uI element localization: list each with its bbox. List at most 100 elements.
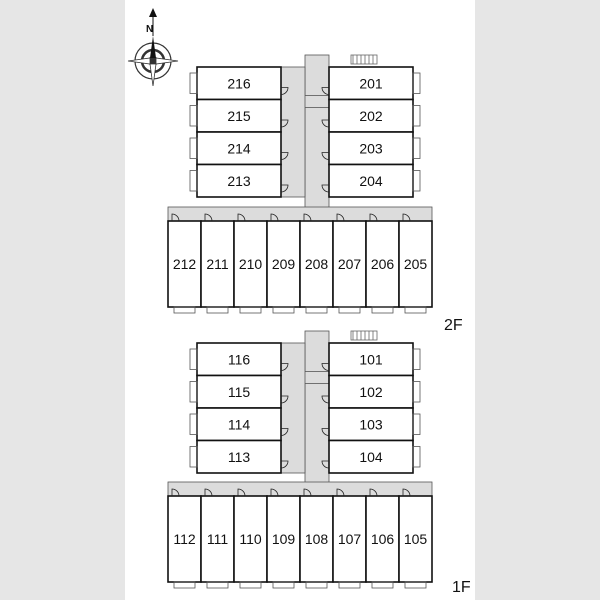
balcony	[412, 72, 421, 94]
room-number-110: 110	[239, 531, 262, 547]
door-icon	[321, 363, 330, 371]
room-number-208: 208	[305, 256, 329, 272]
balcony	[206, 581, 229, 589]
door-icon	[280, 428, 289, 436]
room-number-116: 116	[228, 351, 251, 367]
balcony	[189, 105, 198, 127]
room-number-206: 206	[371, 256, 395, 272]
door-icon	[369, 488, 378, 497]
room-213[interactable]	[196, 163, 282, 198]
balcony	[305, 581, 328, 589]
room-114[interactable]	[196, 407, 282, 442]
door-icon	[321, 428, 330, 436]
left-margin	[0, 0, 125, 600]
balcony	[412, 413, 421, 435]
balcony	[272, 581, 295, 589]
room-number-207: 207	[338, 256, 362, 272]
door-icon	[402, 213, 411, 222]
room-number-101: 101	[359, 351, 383, 367]
compass-north-label: N	[146, 24, 153, 35]
balcony	[239, 306, 262, 314]
room-number-103: 103	[359, 416, 383, 432]
room-111[interactable]	[200, 495, 235, 583]
floor-label-2f: 2F	[444, 317, 463, 334]
door-icon	[369, 213, 378, 222]
door-icon	[280, 363, 289, 371]
vertical-corridor	[304, 54, 330, 218]
room-number-201: 201	[359, 75, 383, 91]
balcony	[239, 581, 262, 589]
room-107[interactable]	[332, 495, 367, 583]
stairs-icon	[350, 54, 378, 65]
room-number-106: 106	[371, 531, 395, 547]
room-215[interactable]	[196, 98, 282, 133]
door-icon	[270, 488, 279, 497]
balcony	[189, 413, 198, 435]
door-icon	[303, 213, 312, 222]
door-icon	[336, 213, 345, 222]
room-number-113: 113	[228, 449, 251, 465]
room-210[interactable]	[233, 220, 268, 308]
vertical-corridor	[304, 330, 330, 494]
room-number-212: 212	[173, 256, 197, 272]
room-115[interactable]	[196, 374, 282, 409]
room-number-112: 112	[173, 531, 196, 547]
door-icon	[204, 488, 213, 497]
balcony	[338, 306, 361, 314]
room-106[interactable]	[365, 495, 400, 583]
room-212[interactable]	[167, 220, 202, 308]
balcony	[173, 306, 196, 314]
balcony	[189, 72, 198, 94]
room-number-214: 214	[227, 140, 251, 156]
door-icon	[270, 213, 279, 222]
balcony	[206, 306, 229, 314]
balcony	[189, 446, 198, 468]
right-margin	[475, 0, 600, 600]
balcony	[412, 381, 421, 403]
door-icon	[303, 488, 312, 497]
balcony	[173, 581, 196, 589]
balcony	[189, 137, 198, 159]
balcony	[412, 170, 421, 192]
balcony	[404, 306, 427, 314]
balcony	[371, 581, 394, 589]
room-number-203: 203	[359, 140, 383, 156]
room-number-114: 114	[228, 416, 251, 432]
balcony	[371, 306, 394, 314]
stairs-icon	[350, 330, 378, 341]
door-icon	[321, 184, 330, 193]
room-214[interactable]	[196, 131, 282, 166]
balcony	[189, 381, 198, 403]
door-icon	[321, 395, 330, 404]
door-icon	[171, 488, 180, 497]
room-number-205: 205	[404, 256, 428, 272]
left-entry-corridor	[280, 66, 306, 198]
door-icon	[171, 213, 180, 222]
room-113[interactable]	[196, 439, 282, 474]
balcony	[412, 105, 421, 127]
door-icon	[321, 87, 330, 95]
left-entry-corridor	[280, 342, 306, 474]
balcony	[338, 581, 361, 589]
door-icon	[280, 119, 289, 128]
room-number-216: 216	[227, 75, 251, 91]
room-number-115: 115	[228, 384, 251, 400]
room-number-107: 107	[338, 531, 362, 547]
door-icon	[280, 184, 289, 193]
room-number-213: 213	[227, 173, 251, 189]
room-number-104: 104	[359, 449, 383, 465]
room-112[interactable]	[167, 495, 202, 583]
room-number-102: 102	[359, 384, 383, 400]
room-number-209: 209	[272, 256, 296, 272]
room-104[interactable]	[328, 439, 414, 474]
room-number-105: 105	[404, 531, 428, 547]
room-208[interactable]	[299, 220, 334, 308]
door-icon	[204, 213, 213, 222]
door-icon	[336, 488, 345, 497]
room-number-211: 211	[206, 256, 229, 272]
door-icon	[237, 213, 246, 222]
room-number-109: 109	[272, 531, 296, 547]
room-number-108: 108	[305, 531, 329, 547]
room-108[interactable]	[299, 495, 334, 583]
